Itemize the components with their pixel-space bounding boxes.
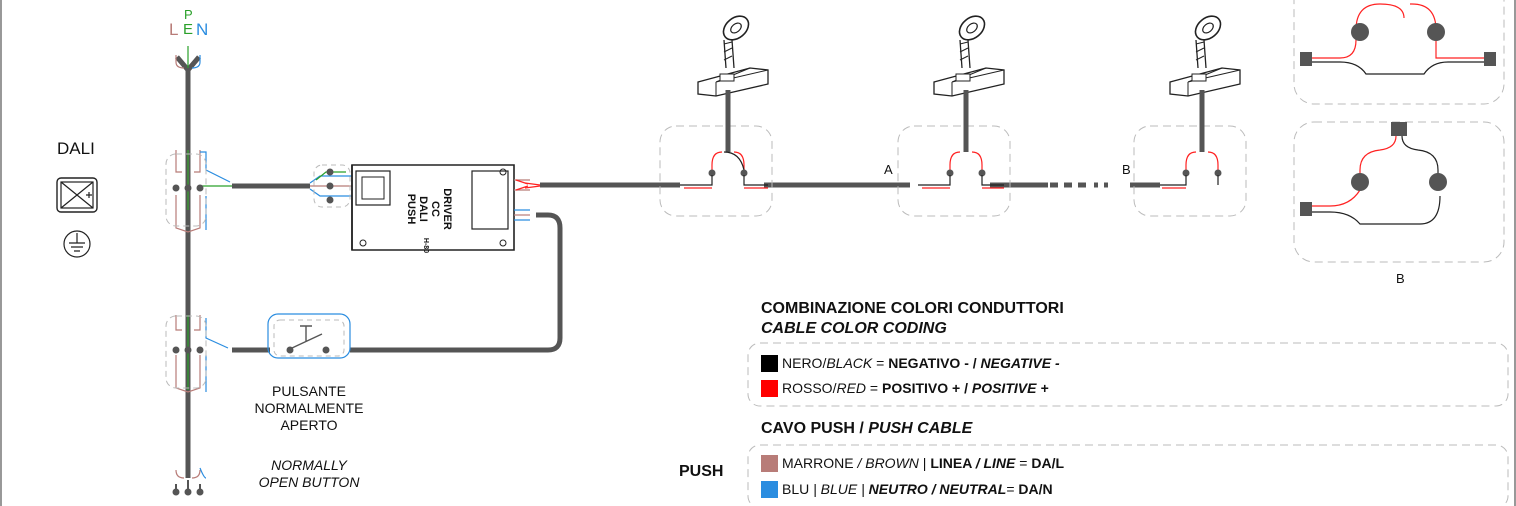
push-title-en: PUSH CABLE bbox=[868, 420, 973, 437]
legend-red-desc-en: POSITIVE + bbox=[971, 380, 1049, 396]
push-brown-desc-en: / LINE bbox=[975, 455, 1016, 471]
ground-icon bbox=[63, 230, 91, 258]
button-label-it-3: APERTO bbox=[280, 417, 338, 433]
push-blue-row: BLU | BLUE | NEUTRO / NEUTRAL= DA/N bbox=[782, 482, 1053, 496]
legend-black-eq: = bbox=[872, 355, 889, 371]
pe-label-bottom: E bbox=[183, 21, 194, 38]
legend-box bbox=[747, 342, 1509, 407]
push-blue-en: | BLUE | bbox=[813, 481, 865, 497]
button-label-en: NORMALLY OPEN BUTTON bbox=[254, 457, 364, 491]
legend-red-row: ROSSO/RED = POSITIVO + / POSITIVE + bbox=[782, 381, 1049, 395]
push-blue-desc-en: NEUTRO / NEUTRAL bbox=[864, 481, 1007, 497]
driver-line3: DALI bbox=[417, 196, 429, 222]
driver-label: DRIVER CC DALI PUSH bbox=[398, 188, 460, 230]
blue-swatch bbox=[761, 481, 778, 498]
button-label-en-2: OPEN BUTTON bbox=[258, 474, 360, 490]
pe-label-top: P bbox=[184, 7, 193, 22]
legend-red-desc: POSITIVO + / bbox=[882, 380, 972, 396]
dali-label: DALI bbox=[57, 139, 95, 158]
button-label-en-1: NORMALLY bbox=[271, 457, 347, 473]
push-brown-desc: LINEA bbox=[930, 455, 976, 471]
dali-driver bbox=[351, 164, 515, 251]
detail-a bbox=[1293, 0, 1505, 105]
power-supply-icon bbox=[56, 177, 98, 213]
push-brown-eq: = bbox=[1015, 455, 1032, 471]
driver-line1: DRIVER bbox=[441, 188, 453, 230]
button-label-it-2: NORMALMENTE bbox=[254, 400, 364, 416]
push-brown-it: MARRONE bbox=[782, 455, 858, 471]
driver-line2: CC bbox=[429, 201, 441, 217]
led-line bbox=[514, 179, 1160, 191]
point-a-label: A bbox=[884, 162, 893, 177]
luminaire-group-2 bbox=[897, 10, 1011, 217]
push-brown-val: DA/L bbox=[1031, 455, 1065, 471]
luminaire-group-1 bbox=[659, 10, 773, 217]
push-blue-eq: = bbox=[1006, 481, 1019, 497]
push-brown-en: / BROWN bbox=[857, 455, 919, 471]
neutral-label: N bbox=[196, 20, 209, 39]
legend-black-row: NERO/BLACK = NEGATIVO - / NEGATIVE - bbox=[782, 356, 1060, 370]
legend-black-it: NERO/ bbox=[782, 355, 827, 371]
push-brown-row: MARRONE / BROWN | LINEA / LINE = DA/L bbox=[782, 456, 1064, 470]
detail-b-label: B bbox=[1396, 271, 1405, 286]
driver-line4: PUSH bbox=[405, 193, 417, 225]
legend-title: COMBINAZIONE COLORI CONDUTTORI bbox=[761, 300, 1064, 317]
legend-black-en: BLACK bbox=[826, 355, 873, 371]
button-label-it: PULSANTE NORMALMENTE APERTO bbox=[254, 383, 364, 434]
line-label: L bbox=[169, 20, 179, 39]
black-swatch bbox=[761, 355, 778, 372]
push-title: CAVO PUSH / PUSH CABLE bbox=[761, 421, 972, 437]
legend-red-it: ROSSO/ bbox=[782, 380, 837, 396]
legend-subtitle: CABLE COLOR CODING bbox=[761, 320, 947, 337]
push-title-it: CAVO PUSH / bbox=[761, 420, 869, 437]
mains-cable bbox=[232, 164, 352, 208]
detail-b bbox=[1293, 121, 1505, 263]
power-bus bbox=[165, 46, 232, 496]
legend-black-desc: NEGATIVO - / bbox=[888, 355, 981, 371]
red-swatch bbox=[761, 380, 778, 397]
luminaire-group-3 bbox=[1133, 10, 1247, 217]
push-legend-box bbox=[747, 444, 1509, 506]
button-label-it-1: PULSANTE bbox=[272, 383, 346, 399]
legend-red-eq: = bbox=[866, 380, 882, 396]
push-brown-sep: | bbox=[918, 455, 931, 471]
push-cable bbox=[232, 209, 563, 359]
push-blue-val: DA/N bbox=[1018, 481, 1053, 497]
brown-swatch bbox=[761, 455, 778, 472]
legend-red-en: RED bbox=[836, 380, 867, 396]
legend-black-desc-en: NEGATIVE - bbox=[980, 355, 1060, 371]
push-blue-it: BLU bbox=[782, 481, 814, 497]
point-b-label: B bbox=[1122, 162, 1131, 177]
driver-model: H-80 bbox=[422, 237, 430, 254]
push-label: PUSH bbox=[679, 463, 724, 480]
